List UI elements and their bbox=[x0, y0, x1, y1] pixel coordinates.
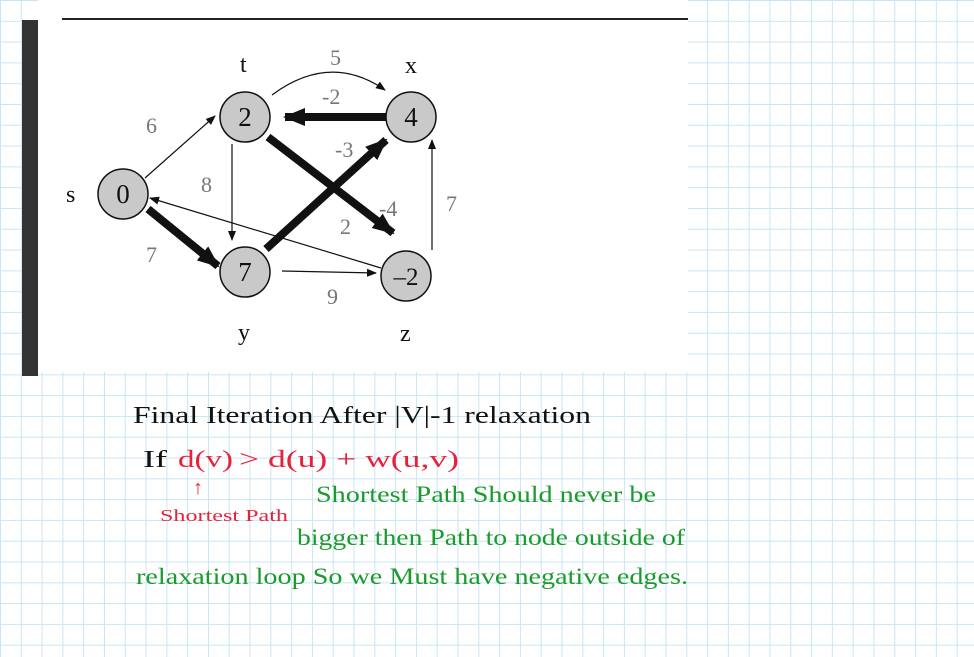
note-if: If bbox=[143, 447, 167, 473]
edge-weight-z-s: 2 bbox=[340, 214, 351, 239]
edge-weight-z-x: 7 bbox=[446, 191, 457, 216]
note-inequality: > d(u) + w(u,v) bbox=[239, 447, 459, 473]
edge-weight-y-x: -3 bbox=[335, 137, 353, 162]
edge-s-t bbox=[144, 115, 216, 179]
edge-weight-t-y: 8 bbox=[201, 172, 212, 197]
edge-z-s bbox=[149, 196, 382, 269]
note-green-2: bigger then Path to node outside of bbox=[297, 525, 685, 550]
node-value-s: 0 bbox=[116, 179, 130, 209]
top-rule bbox=[62, 18, 688, 20]
node-label-y: y bbox=[238, 320, 250, 346]
edge-weight-t-z: -4 bbox=[379, 196, 397, 221]
node-label-z: z bbox=[400, 321, 411, 347]
edge-weight-t-x: 5 bbox=[330, 45, 341, 70]
edge-s-y bbox=[145, 205, 221, 270]
node-label-s: s bbox=[66, 182, 75, 208]
note-green-3: relaxation loop So we Must have negative… bbox=[136, 564, 688, 589]
node-t: 2 bbox=[219, 91, 271, 143]
node-value-x: 4 bbox=[404, 102, 418, 132]
arrow-mark: ↑ bbox=[193, 477, 203, 499]
node-label-t: t bbox=[240, 52, 247, 78]
note-green-1: Shortest Path Should never be bbox=[316, 482, 656, 507]
node-s: 0 bbox=[97, 168, 149, 220]
note-dv: d(v) bbox=[178, 447, 233, 473]
sidebar-bar bbox=[22, 20, 38, 376]
shortest-path-label: Shortest Path bbox=[160, 506, 289, 525]
note-line-1: Final Iteration After |V|-1 relaxation bbox=[133, 403, 591, 429]
edge-weight-y-z: 9 bbox=[327, 284, 338, 309]
node-value-z: –2 bbox=[393, 264, 419, 291]
edge-y-x bbox=[263, 137, 389, 252]
edge-t-z bbox=[265, 133, 396, 237]
node-x: 4 bbox=[385, 91, 437, 143]
node-value-t: 2 bbox=[238, 102, 252, 132]
node-label-x: x bbox=[405, 53, 417, 79]
edge-t-x bbox=[271, 71, 386, 96]
edge-weight-x-t: -2 bbox=[322, 84, 340, 109]
node-z: –2 bbox=[380, 250, 432, 302]
node-value-y: 7 bbox=[238, 257, 252, 287]
edge-weight-s-y: 7 bbox=[146, 242, 157, 267]
edge-weight-s-t: 6 bbox=[146, 113, 157, 138]
edge-y-z bbox=[281, 268, 377, 277]
node-y: 7 bbox=[219, 246, 271, 298]
